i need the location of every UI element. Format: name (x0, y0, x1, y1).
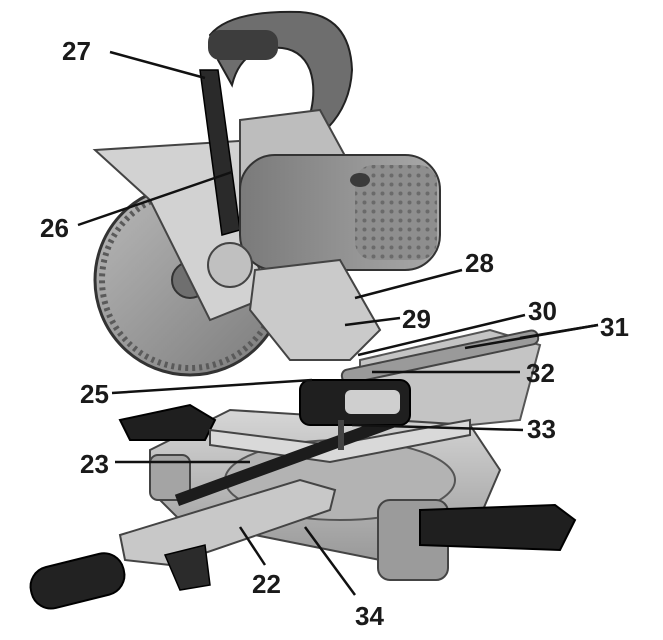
front-bracket (163, 544, 211, 591)
label-23: 23 (80, 449, 109, 479)
motor-vent-grille (355, 165, 437, 260)
label-27: 27 (62, 36, 91, 66)
left-support-pad (118, 403, 217, 441)
leader-lines (77, 50, 599, 596)
leader-28 (354, 268, 463, 300)
leader-33 (351, 423, 524, 432)
label-31: 31 (600, 312, 629, 342)
label-28: 28 (465, 248, 494, 278)
leader-34 (303, 526, 357, 596)
label-29: 29 (402, 304, 431, 334)
front-arm (118, 478, 337, 567)
leader-30 (357, 313, 526, 357)
machine (29, 10, 577, 610)
leader-22 (238, 526, 267, 566)
motor-brush-cap (350, 173, 370, 187)
leader-29 (344, 316, 401, 327)
miter-handle-grip (29, 552, 126, 610)
pivot-block (248, 258, 382, 361)
leader-25 (111, 378, 313, 395)
leader-27 (109, 50, 206, 80)
clamp-rod (338, 420, 344, 450)
clamp-unit-window (345, 390, 400, 414)
label-34: 34 (355, 601, 384, 631)
label-26: 26 (40, 213, 69, 243)
label-30: 30 (528, 296, 557, 326)
pivot-knob (207, 242, 253, 288)
label-32: 32 (526, 358, 555, 388)
label-25: 25 (80, 379, 109, 409)
label-33: 33 (527, 414, 556, 444)
leader-26 (77, 170, 233, 227)
base-foot-left (149, 454, 191, 501)
right-support-pad (419, 503, 577, 552)
handle-grip (208, 30, 278, 60)
part-labels: 27 26 28 29 30 31 32 25 33 23 22 34 (40, 36, 629, 631)
leader-31b (519, 323, 599, 340)
label-22: 22 (252, 569, 281, 599)
